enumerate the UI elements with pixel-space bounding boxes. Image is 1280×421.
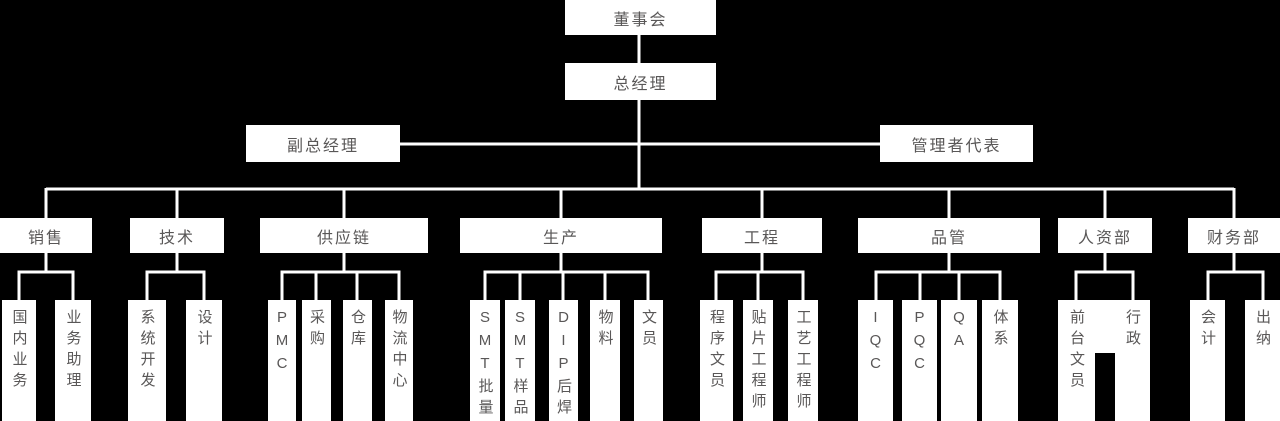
org-node-label: PQC bbox=[911, 309, 928, 378]
org-node-cashier: 出纳 bbox=[1245, 300, 1280, 421]
org-node-smt-batch: SMT批量 bbox=[470, 300, 500, 421]
org-node-label: QA bbox=[950, 309, 968, 355]
org-node-dept-supply-chain: 供应链 bbox=[260, 218, 428, 253]
org-node-process-engineer: 工艺工程师 bbox=[788, 300, 818, 421]
org-node-label: 程序文员 bbox=[708, 309, 725, 393]
empty-box bbox=[1095, 300, 1115, 353]
org-node-label: 体系 bbox=[991, 309, 1009, 351]
org-node-board: 董事会 bbox=[565, 0, 716, 35]
org-node-label: 供应链 bbox=[316, 229, 371, 247]
org-node-purchasing: 采购 bbox=[302, 300, 331, 421]
org-node-label: 采购 bbox=[308, 309, 325, 351]
org-node-program-clerk: 程序文员 bbox=[700, 300, 733, 421]
org-node-label: 出纳 bbox=[1254, 309, 1271, 351]
org-node-smt-sample: SMT样品 bbox=[505, 300, 535, 421]
org-node-system-development: 系统开发 bbox=[128, 300, 166, 421]
org-node-iqc: IQC bbox=[858, 300, 893, 421]
org-node-label: 会计 bbox=[1199, 309, 1216, 351]
org-node-label: IQC bbox=[867, 309, 884, 378]
org-node-label: 财务部 bbox=[1206, 229, 1261, 247]
org-node-label: 总经理 bbox=[613, 75, 668, 93]
org-node-label: 物料 bbox=[596, 309, 614, 351]
org-node-label: 系统开发 bbox=[138, 309, 156, 393]
org-node-label: 工程 bbox=[743, 229, 780, 247]
org-node-label: 人资部 bbox=[1077, 229, 1132, 247]
org-node-label: SMT批量 bbox=[476, 309, 494, 420]
org-node-label: SMT样品 bbox=[511, 309, 529, 420]
org-node-dept-finance: 财务部 bbox=[1188, 218, 1280, 253]
org-node-logistics-center: 物流中心 bbox=[385, 300, 413, 421]
org-node-design: 设计 bbox=[186, 300, 222, 421]
org-node-label: 贴片工程师 bbox=[749, 309, 767, 414]
org-node-label: 仓库 bbox=[349, 309, 366, 351]
org-node-label: 品管 bbox=[930, 229, 967, 247]
org-node-label: 技术 bbox=[158, 229, 195, 247]
org-node-label: 业务助理 bbox=[64, 309, 82, 393]
org-node-smt-engineer: 贴片工程师 bbox=[743, 300, 773, 421]
org-node-label: 董事会 bbox=[613, 11, 668, 29]
org-node-pmc: PMC bbox=[268, 300, 296, 421]
org-node-dept-quality: 品管 bbox=[858, 218, 1040, 253]
org-node-dept-technology: 技术 bbox=[130, 218, 224, 253]
org-node-dept-production: 生产 bbox=[460, 218, 662, 253]
org-node-business-assistant: 业务助理 bbox=[55, 300, 91, 421]
org-node-label: 副总经理 bbox=[286, 137, 359, 155]
org-node-dept-hr: 人资部 bbox=[1058, 218, 1152, 253]
org-node-general-manager: 总经理 bbox=[565, 63, 716, 100]
org-node-dept-engineering: 工程 bbox=[702, 218, 822, 253]
org-node-management-representative: 管理者代表 bbox=[880, 125, 1033, 162]
org-node-dip-soldering: DIP后焊 bbox=[549, 300, 578, 421]
org-node-label: 文员 bbox=[640, 309, 657, 351]
org-node-dept-sales: 销售 bbox=[0, 218, 92, 253]
org-node-label: 管理者代表 bbox=[911, 137, 1002, 155]
org-node-label: 设计 bbox=[195, 309, 213, 351]
org-node-label: PMC bbox=[273, 309, 291, 378]
org-node-materials: 物料 bbox=[590, 300, 620, 421]
org-node-label: 生产 bbox=[542, 229, 579, 247]
org-node-label: DIP后焊 bbox=[555, 309, 572, 420]
org-node-warehouse: 仓库 bbox=[343, 300, 372, 421]
org-node-label: 行政 bbox=[1124, 309, 1141, 351]
org-node-label: 前台文员 bbox=[1068, 309, 1085, 393]
org-node-deputy-general-manager: 副总经理 bbox=[246, 125, 400, 162]
org-node-clerk: 文员 bbox=[634, 300, 663, 421]
org-node-label: 销售 bbox=[27, 229, 64, 247]
org-node-label: 国内业务 bbox=[10, 309, 28, 393]
org-node-administration: 行政 bbox=[1115, 300, 1150, 421]
org-node-label: 工艺工程师 bbox=[794, 309, 812, 414]
org-node-pqc: PQC bbox=[902, 300, 937, 421]
org-node-front-desk-clerk: 前台文员 bbox=[1058, 300, 1095, 421]
org-node-domestic-business: 国内业务 bbox=[2, 300, 36, 421]
org-node-qa: QA bbox=[941, 300, 977, 421]
org-node-quality-system: 体系 bbox=[982, 300, 1018, 421]
org-node-accountant: 会计 bbox=[1190, 300, 1225, 421]
org-node-label: 物流中心 bbox=[390, 309, 408, 393]
